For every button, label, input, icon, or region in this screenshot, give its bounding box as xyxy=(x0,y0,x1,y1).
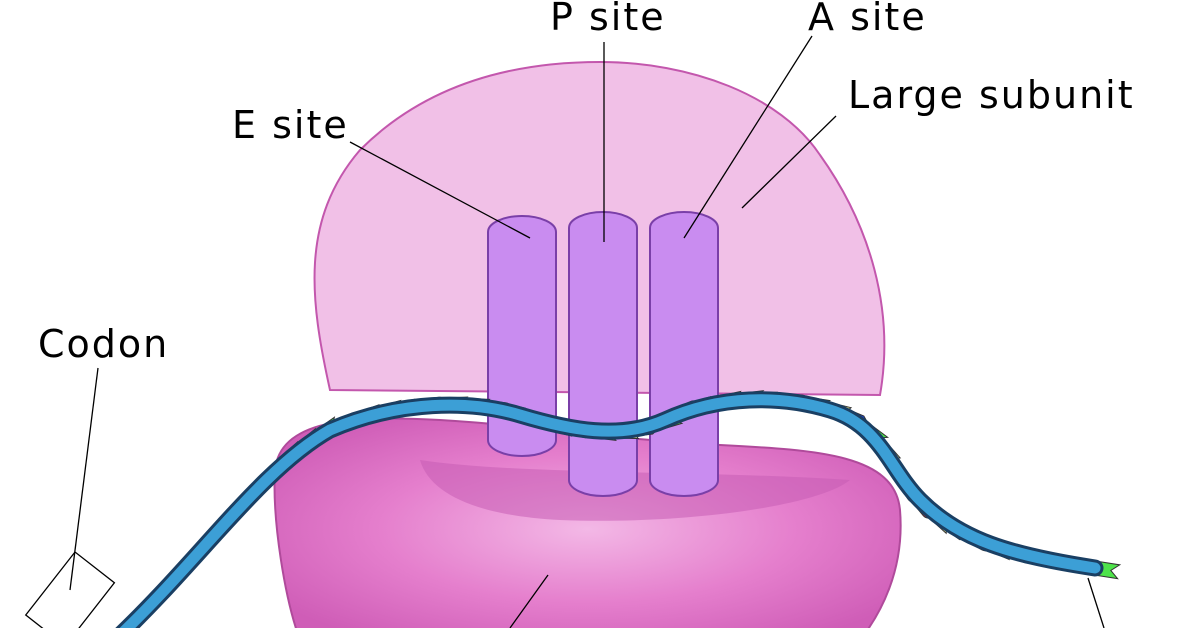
a-site-cylinder xyxy=(649,211,719,497)
small-subunit-leader xyxy=(509,574,549,628)
p-site-label: P site xyxy=(550,0,666,39)
small-subunit-groove xyxy=(420,460,850,521)
e-site-label: E site xyxy=(232,103,349,147)
large-subunit-leader xyxy=(741,115,837,209)
codon-leader xyxy=(69,367,99,591)
e-site-leader xyxy=(349,141,531,239)
a-site-leader xyxy=(683,35,813,239)
codon-label: Codon xyxy=(38,322,169,366)
strand-end-leader xyxy=(1087,577,1105,628)
mrna-strand-fill xyxy=(119,394,1101,628)
p-site-cylinder xyxy=(568,211,638,497)
e-site-cylinder xyxy=(487,215,557,457)
codon-box xyxy=(24,551,116,628)
a-site-label: A site xyxy=(808,0,927,39)
large-subunit-label: Large subunit xyxy=(848,73,1135,117)
